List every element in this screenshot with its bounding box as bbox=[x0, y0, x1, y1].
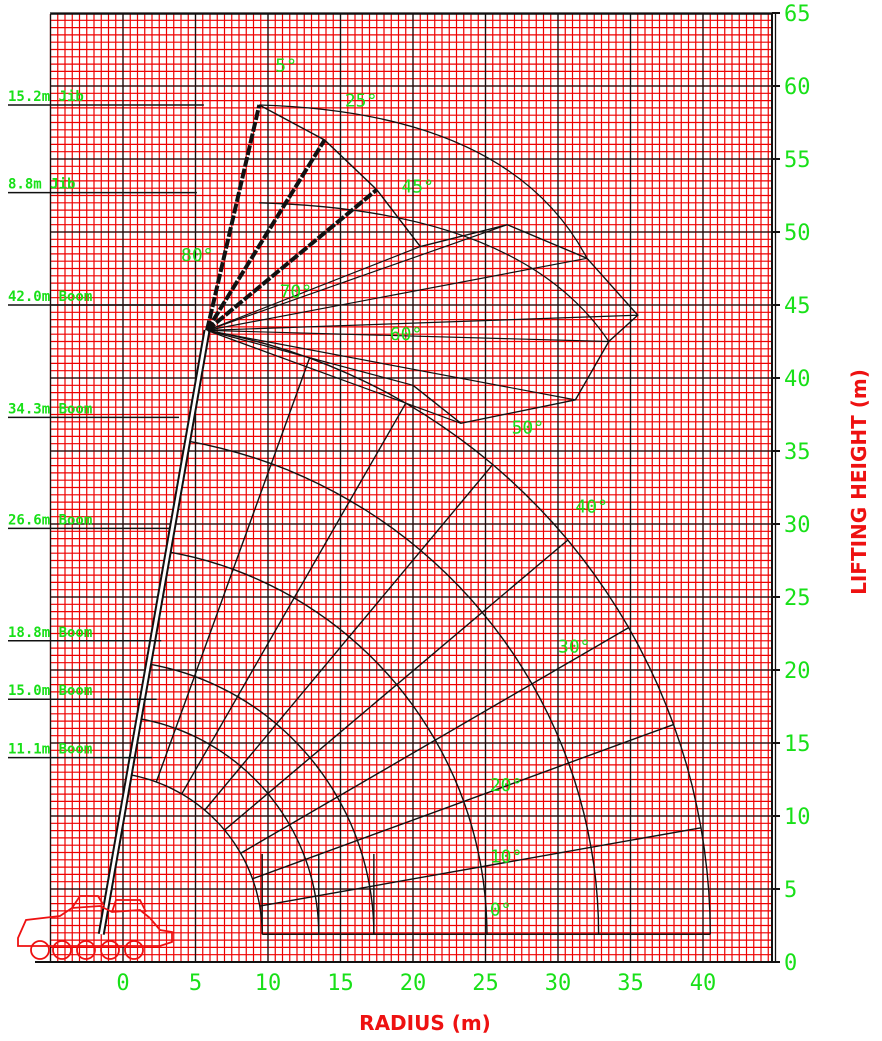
y-tick-label: 50 bbox=[784, 221, 811, 246]
jib-fan-line bbox=[206, 246, 421, 331]
angle-label: 0° bbox=[490, 899, 512, 920]
jib-fan-line bbox=[206, 329, 462, 424]
jib-arc bbox=[259, 202, 610, 342]
x-tick-label: 15 bbox=[327, 971, 354, 996]
lift-curves bbox=[128, 104, 711, 935]
jib-fan-line bbox=[206, 329, 414, 386]
x-tick-label: 40 bbox=[690, 971, 717, 996]
jib-45 bbox=[205, 188, 379, 332]
x-tick-label: 10 bbox=[255, 971, 282, 996]
angle-label: 5° bbox=[275, 55, 297, 76]
y-tick-label: 40 bbox=[784, 367, 811, 392]
angle-label: 60° bbox=[390, 324, 423, 345]
crane-wheel bbox=[52, 940, 72, 960]
y-tick-label: 35 bbox=[784, 440, 811, 465]
jib-fan-line bbox=[206, 224, 508, 331]
x-axis-title: RADIUS (m) bbox=[359, 1011, 491, 1035]
angle-labels: 0° 10° 20° 30° 40° 50° 60° 70° 80° 5° 25° 45° bbox=[181, 55, 608, 920]
y-tick-label: 60 bbox=[784, 75, 811, 100]
x-tick-label: 5 bbox=[189, 971, 202, 996]
y-axis-title: LIFTING HEIGHT (m) bbox=[847, 369, 871, 595]
x-tick-label: 20 bbox=[400, 971, 427, 996]
config-label: 15.0m Boom bbox=[8, 683, 92, 699]
angle-label: 30° bbox=[558, 636, 591, 657]
angle-ray bbox=[181, 402, 407, 795]
boom-config-labels: 11.1m Boom 15.0m Boom 18.8m Boom 26.6m Boom… bbox=[8, 89, 204, 759]
config-label: 8.8m Jib bbox=[8, 177, 75, 193]
boom-lines bbox=[97, 104, 379, 935]
y-tick-label: 20 bbox=[784, 659, 811, 684]
x-tick-label: 0 bbox=[116, 971, 129, 996]
jib-5 bbox=[205, 104, 262, 331]
angle-label: 20° bbox=[490, 775, 523, 796]
angle-ray bbox=[224, 539, 569, 831]
x-tick-label: 35 bbox=[617, 971, 644, 996]
crane-cab bbox=[71, 895, 147, 913]
boom-arc bbox=[129, 774, 263, 935]
crane-wheel bbox=[124, 940, 144, 960]
config-label: 18.8m Boom bbox=[8, 625, 92, 641]
config-label: 26.6m Boom bbox=[8, 512, 92, 528]
crane-wheel bbox=[76, 940, 96, 960]
angle-ray bbox=[252, 723, 674, 880]
y-tick-label: 5 bbox=[784, 878, 797, 903]
y-tick-label: 30 bbox=[784, 513, 811, 538]
jib-25 bbox=[205, 138, 327, 332]
jib-arc bbox=[259, 104, 588, 259]
angle-label: 50° bbox=[512, 417, 545, 438]
config-label: 15.2m Jib bbox=[8, 89, 84, 105]
angle-label: 25° bbox=[345, 90, 378, 111]
y-tick-label: 65 bbox=[784, 2, 811, 27]
angle-label: 45° bbox=[401, 177, 434, 198]
y-tick-label: 15 bbox=[784, 732, 811, 757]
angle-ray bbox=[204, 464, 494, 811]
angle-ray bbox=[240, 627, 630, 854]
crane-wheel bbox=[100, 940, 120, 960]
angle-ray bbox=[259, 827, 702, 907]
config-label: 34.3m Boom bbox=[8, 401, 92, 417]
y-tick-label: 0 bbox=[784, 951, 797, 976]
crane-body bbox=[17, 905, 173, 947]
y-tick-label: 10 bbox=[784, 805, 811, 830]
x-tick-label: 25 bbox=[472, 971, 499, 996]
jib-fan-line bbox=[206, 329, 609, 343]
boom-arc bbox=[206, 329, 711, 935]
x-axis-ticks: 0 5 10 15 20 25 30 35 40 bbox=[116, 971, 716, 996]
jib-fan-line bbox=[206, 257, 588, 331]
y-tick-label: 45 bbox=[784, 294, 811, 319]
jib-fan-line bbox=[206, 314, 638, 331]
main-boom-inner bbox=[99, 330, 209, 935]
y-axis-ticks: 0 5 10 15 20 25 30 35 40 45 50 55 60 65 bbox=[784, 2, 811, 976]
y-tick-label: 25 bbox=[784, 586, 811, 611]
y-tick-label: 55 bbox=[784, 148, 811, 173]
jib-fan-line bbox=[206, 329, 576, 401]
angle-label: 70° bbox=[280, 282, 313, 303]
angle-ray bbox=[155, 357, 311, 783]
angle-label: 40° bbox=[575, 496, 608, 517]
crane-icon bbox=[17, 895, 173, 960]
grid bbox=[35, 12, 780, 963]
config-label: 11.1m Boom bbox=[8, 742, 92, 758]
config-label: 42.0m Boom bbox=[8, 289, 92, 305]
x-tick-label: 30 bbox=[545, 971, 572, 996]
angle-label: 10° bbox=[490, 847, 523, 868]
angle-label: 80° bbox=[181, 245, 214, 266]
crane-wheel bbox=[30, 940, 50, 960]
